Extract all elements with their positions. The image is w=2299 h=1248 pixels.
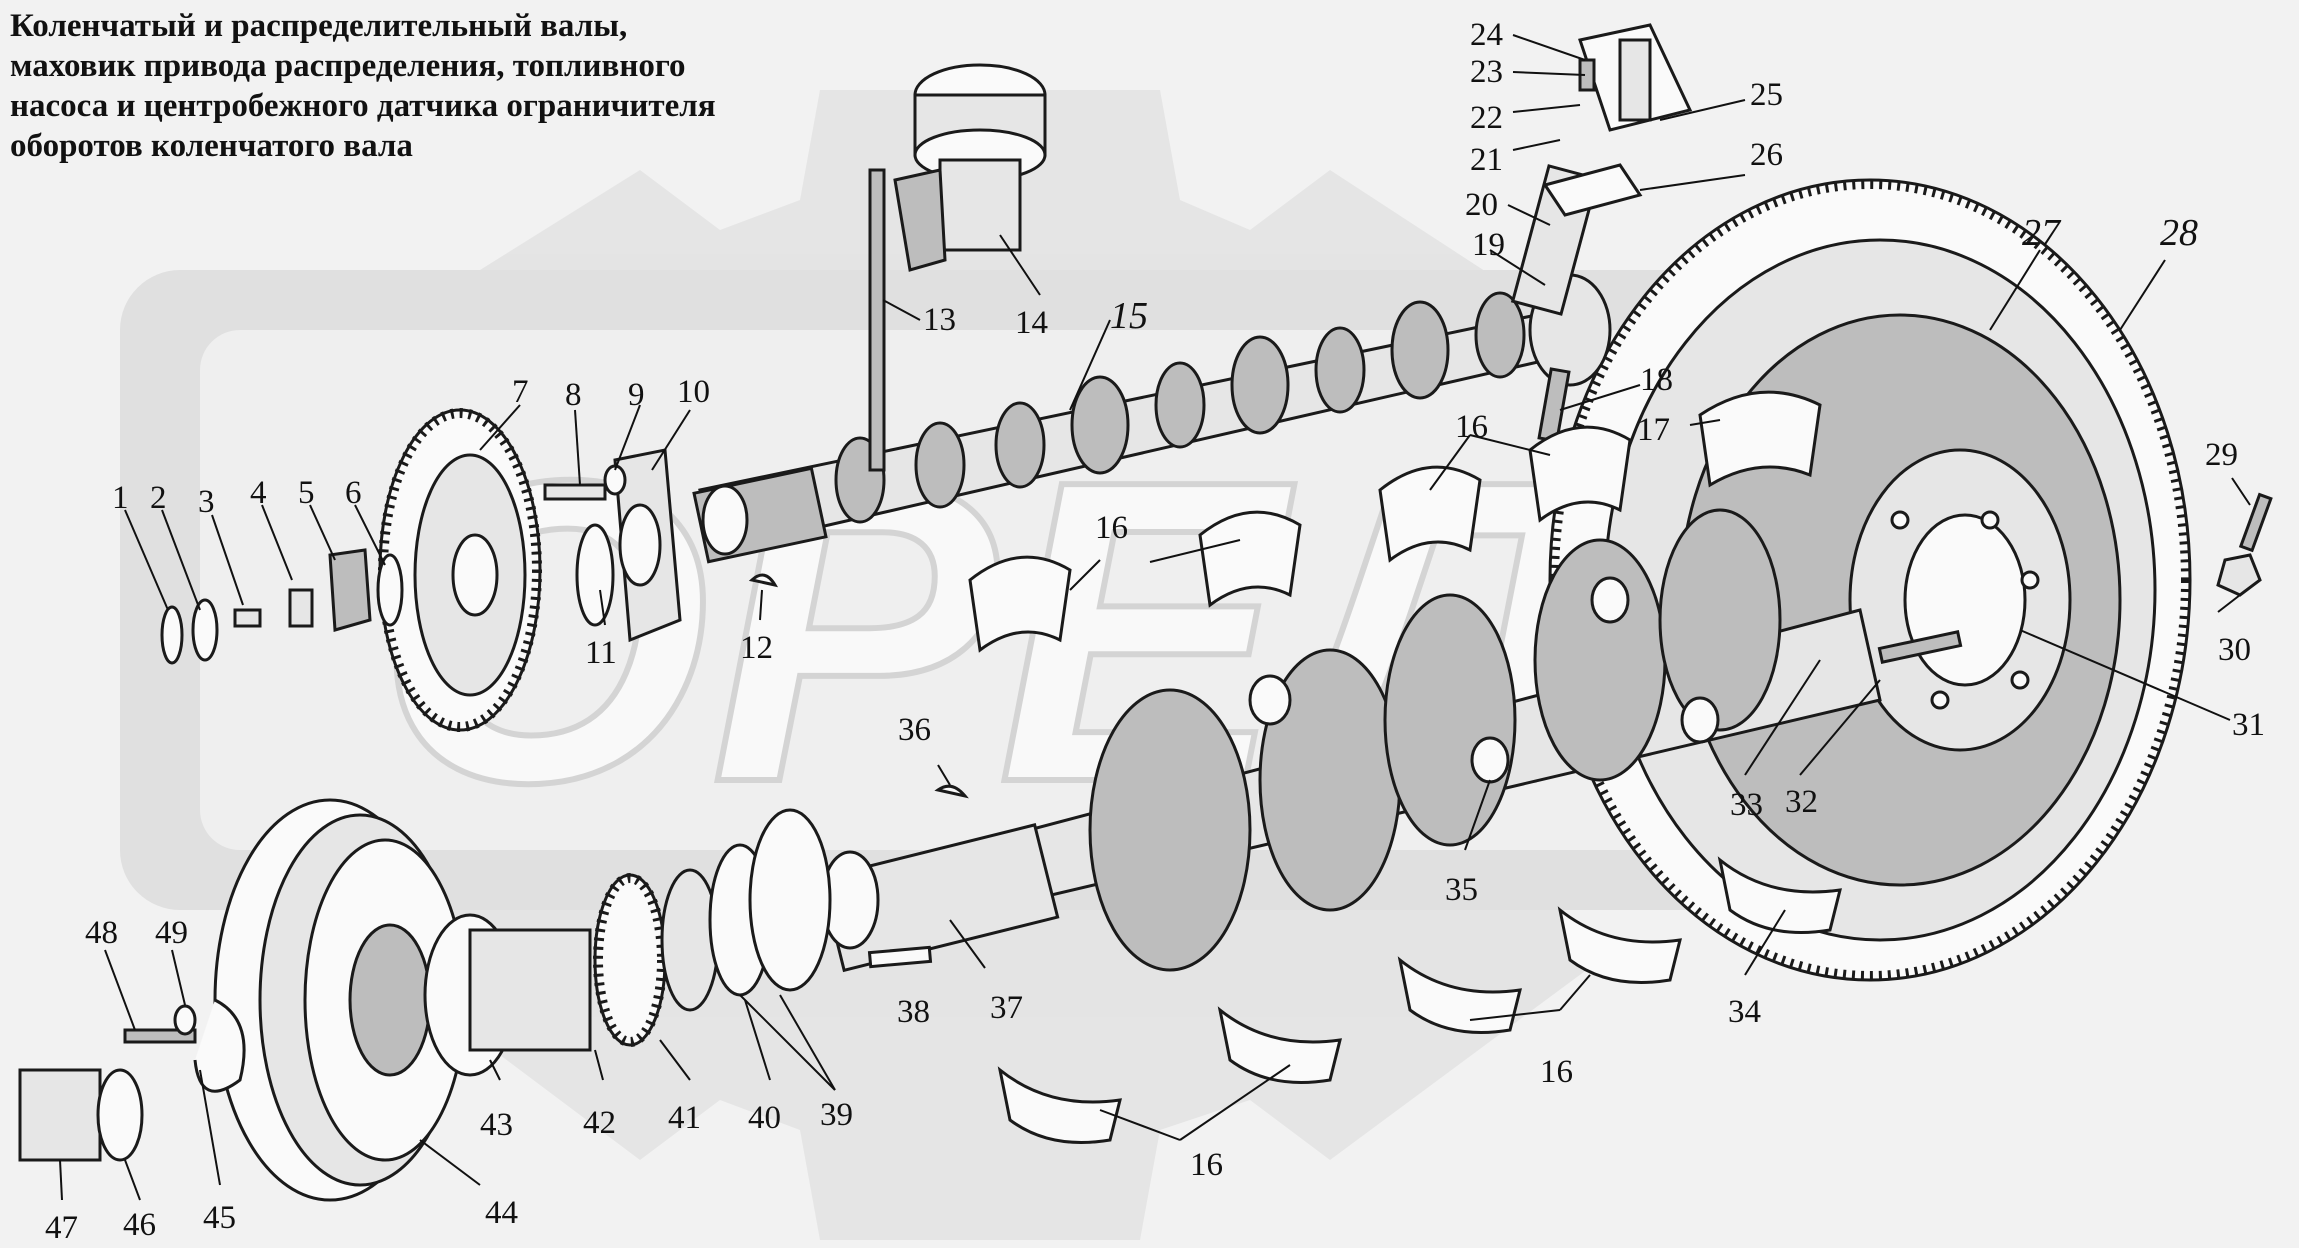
callout-23: 23 xyxy=(1470,54,1503,90)
bolt-and-nut-29-30 xyxy=(2216,492,2273,597)
callout-30: 30 xyxy=(2218,632,2251,668)
callout-28: 28 xyxy=(2160,212,2198,254)
crankshaft-pulley xyxy=(213,798,467,1202)
callout-14: 14 xyxy=(1015,305,1048,341)
title-line-2: маховик привода распределения, топливног… xyxy=(10,48,686,84)
callout-7: 7 xyxy=(512,374,529,410)
callout-31: 31 xyxy=(2232,707,2265,743)
callout-35: 35 xyxy=(1445,872,1478,908)
title-line-4: оборотов коленчатого вала xyxy=(10,128,413,164)
callout-16-lower-right: 16 xyxy=(1540,1054,1573,1090)
callout-41: 41 xyxy=(668,1100,701,1136)
callout-33: 33 xyxy=(1730,787,1763,823)
crankshaft-gear-and-hub xyxy=(423,808,832,1077)
callout-26: 26 xyxy=(1750,137,1783,173)
camshaft-timing-gear xyxy=(378,408,542,732)
callout-16-upper-right: 16 xyxy=(1455,409,1488,445)
callout-20: 20 xyxy=(1465,187,1498,223)
callout-34: 34 xyxy=(1728,994,1761,1030)
callout-13: 13 xyxy=(923,302,956,338)
callout-2: 2 xyxy=(150,480,167,516)
title-line-3: насоса и центробежного датчика ограничит… xyxy=(10,88,716,124)
callout-49: 49 xyxy=(155,915,188,951)
crankshaft xyxy=(819,508,1963,973)
callout-42: 42 xyxy=(583,1105,616,1141)
callout-6: 6 xyxy=(345,475,362,511)
woodruff-key xyxy=(934,784,969,799)
callout-10: 10 xyxy=(677,374,710,410)
fuel-pump xyxy=(868,63,1047,472)
callout-29: 29 xyxy=(2205,437,2238,473)
front-bolt-washer-parts xyxy=(160,464,627,665)
callout-16-lower-left: 16 xyxy=(1190,1147,1223,1183)
callout-24: 24 xyxy=(1470,17,1503,53)
callout-39: 39 xyxy=(820,1097,853,1133)
callout-labels: 1 2 3 4 5 6 7 8 9 10 11 12 13 14 15 16 1… xyxy=(45,17,2265,1246)
callout-47: 47 xyxy=(45,1210,78,1246)
callout-21: 21 xyxy=(1470,142,1503,178)
drive-flange xyxy=(1542,163,1643,217)
callout-16-upper-left: 16 xyxy=(1095,510,1128,546)
callout-18: 18 xyxy=(1640,362,1673,398)
starter-ratchet xyxy=(18,998,246,1162)
callout-44: 44 xyxy=(485,1195,518,1231)
callout-37: 37 xyxy=(990,990,1023,1026)
callout-3: 3 xyxy=(198,484,215,520)
callout-43: 43 xyxy=(480,1107,513,1143)
bearing-shells xyxy=(968,390,1842,1144)
distributor-drive xyxy=(1510,23,1693,443)
callout-15: 15 xyxy=(1110,295,1148,337)
leader-lines xyxy=(59,34,2251,1201)
segment-key xyxy=(748,573,779,588)
callout-5: 5 xyxy=(298,475,315,511)
callout-32: 32 xyxy=(1785,784,1818,820)
callout-8: 8 xyxy=(565,377,582,413)
callout-1: 1 xyxy=(112,480,129,516)
callout-38: 38 xyxy=(897,994,930,1030)
callout-25: 25 xyxy=(1750,77,1783,113)
callout-48: 48 xyxy=(85,915,118,951)
callout-17: 17 xyxy=(1637,412,1670,448)
callout-36: 36 xyxy=(898,712,931,748)
callout-40: 40 xyxy=(748,1100,781,1136)
title-line-1: Коленчатый и распределительный валы, xyxy=(10,8,628,44)
callout-4: 4 xyxy=(250,475,267,511)
callout-27: 27 xyxy=(2022,212,2062,254)
spacer-ring xyxy=(575,523,615,627)
camshaft xyxy=(692,273,1612,564)
thrust-flange xyxy=(613,448,682,643)
callout-46: 46 xyxy=(123,1207,156,1243)
callout-19: 19 xyxy=(1472,227,1505,263)
callout-12: 12 xyxy=(740,630,773,666)
callout-11: 11 xyxy=(585,635,617,671)
callout-22: 22 xyxy=(1470,100,1503,136)
callout-45: 45 xyxy=(203,1200,236,1236)
flywheel-hub-bore xyxy=(1903,513,2027,687)
parallel-key xyxy=(867,945,933,969)
diagram-title: Коленчатый и распределительный валы, мах… xyxy=(10,6,840,166)
callout-9: 9 xyxy=(628,377,645,413)
